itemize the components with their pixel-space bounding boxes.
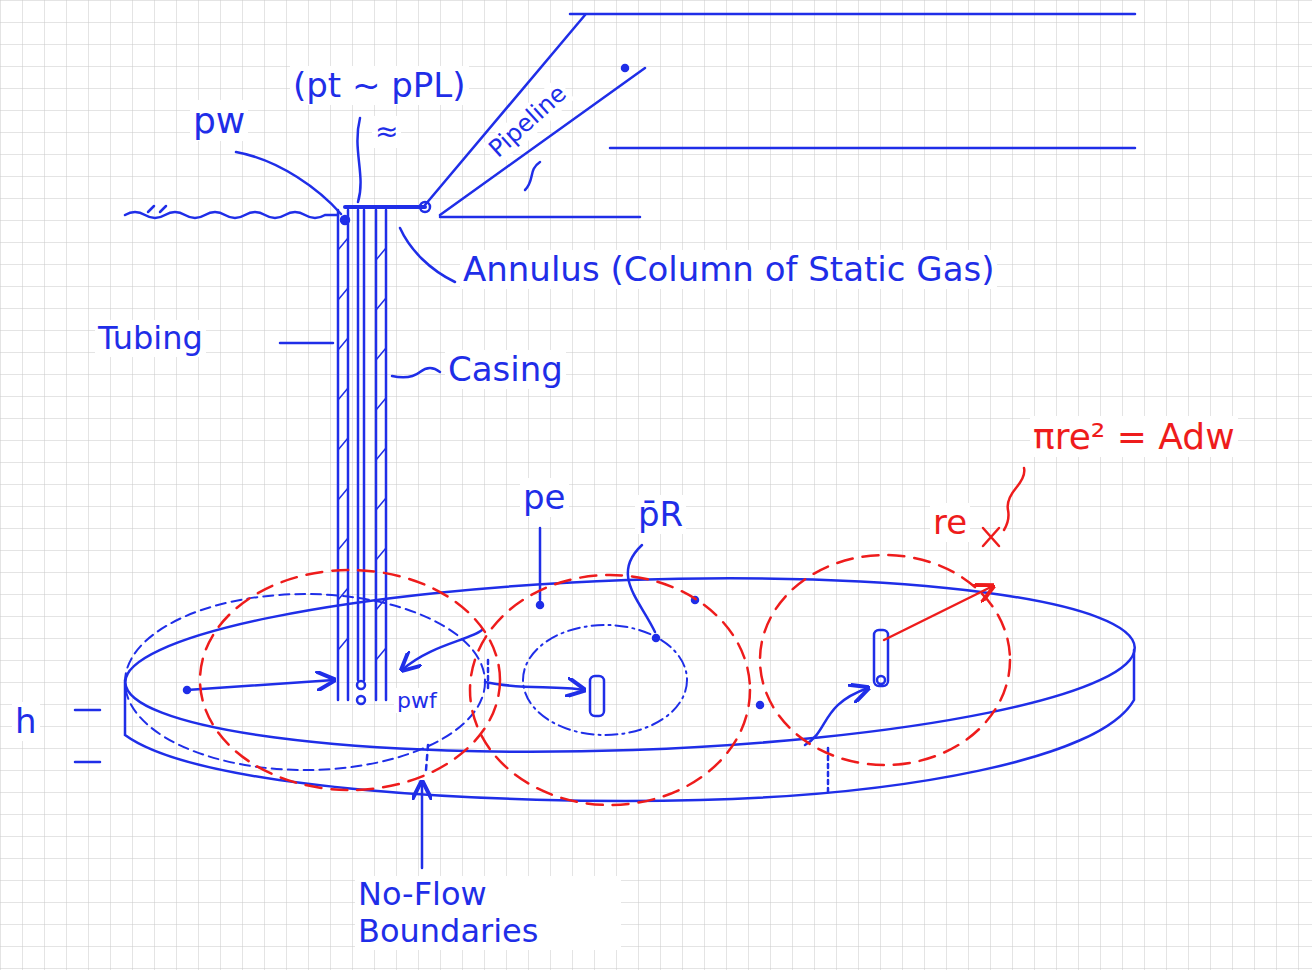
drainage-boundary: [523, 625, 687, 735]
perforation: [877, 676, 885, 684]
perforation: [357, 681, 365, 689]
boundary-label: No-Flow Boundaries: [355, 876, 621, 950]
leader-line: [628, 545, 655, 632]
pipeline-line: [440, 68, 645, 215]
pointer-arrow: [426, 745, 428, 770]
approx-sign: ≈: [372, 116, 401, 148]
thickness-label: h: [12, 702, 40, 741]
drainage-boundary: [125, 594, 485, 770]
leader-line: [1004, 468, 1024, 530]
ground-line: [440, 216, 640, 219]
flow-arrow: [402, 630, 482, 670]
ground-line: [125, 212, 338, 218]
leader-line: [280, 342, 333, 345]
pressure-label: p̄R: [635, 495, 686, 534]
part-label: Annulus (Column of Static Gas): [460, 250, 997, 289]
flow-arrow: [805, 688, 868, 745]
point-dot: [184, 687, 190, 693]
casing-wall: [338, 210, 348, 700]
part-label: Pipeline: [482, 78, 575, 165]
reservoir-body: [125, 650, 1134, 801]
leader-line: [236, 152, 341, 214]
blue-ink: [75, 14, 1138, 868]
wellhead-bar: [345, 205, 425, 209]
well-symbol: [590, 676, 604, 716]
drainage-circle: [760, 555, 1010, 765]
red-ink: [200, 468, 1024, 805]
reservoir-top: [122, 562, 1137, 767]
leader-line: [357, 118, 360, 202]
perforation: [357, 696, 365, 704]
part-label: Casing: [445, 350, 566, 389]
tubing-wall: [358, 210, 364, 680]
pipeline-line: [425, 15, 585, 205]
ground-hatch: [148, 206, 166, 212]
point-dot: [757, 702, 763, 708]
pressure-label: pe: [520, 478, 569, 517]
drainage-boundary: [487, 660, 490, 690]
flow-arrow: [187, 680, 334, 690]
pipeline-line: [610, 147, 1135, 150]
leader-line: [400, 228, 455, 282]
pressure-label: (pt ~ pPL): [290, 66, 469, 105]
area-formula: πre² = Adw: [1030, 416, 1238, 457]
drainage-circle: [470, 575, 750, 805]
wellhead-valve: [420, 202, 430, 212]
pointer-arrow: [421, 782, 424, 868]
pipeline-line: [570, 13, 1135, 16]
thickness-mark: [75, 710, 100, 762]
drainage-circle: [200, 570, 500, 790]
pressure-label: pwf: [394, 688, 440, 713]
point-dot: [537, 602, 543, 608]
leader-line: [392, 368, 440, 377]
leader-line: [525, 162, 540, 190]
pressure-label: pw: [190, 100, 248, 141]
radius-label: re: [930, 503, 970, 542]
cross-mark: [983, 528, 999, 546]
part-label: Tubing: [95, 320, 206, 357]
radius-arrow: [884, 586, 993, 640]
pipeline-dot: [622, 65, 628, 71]
